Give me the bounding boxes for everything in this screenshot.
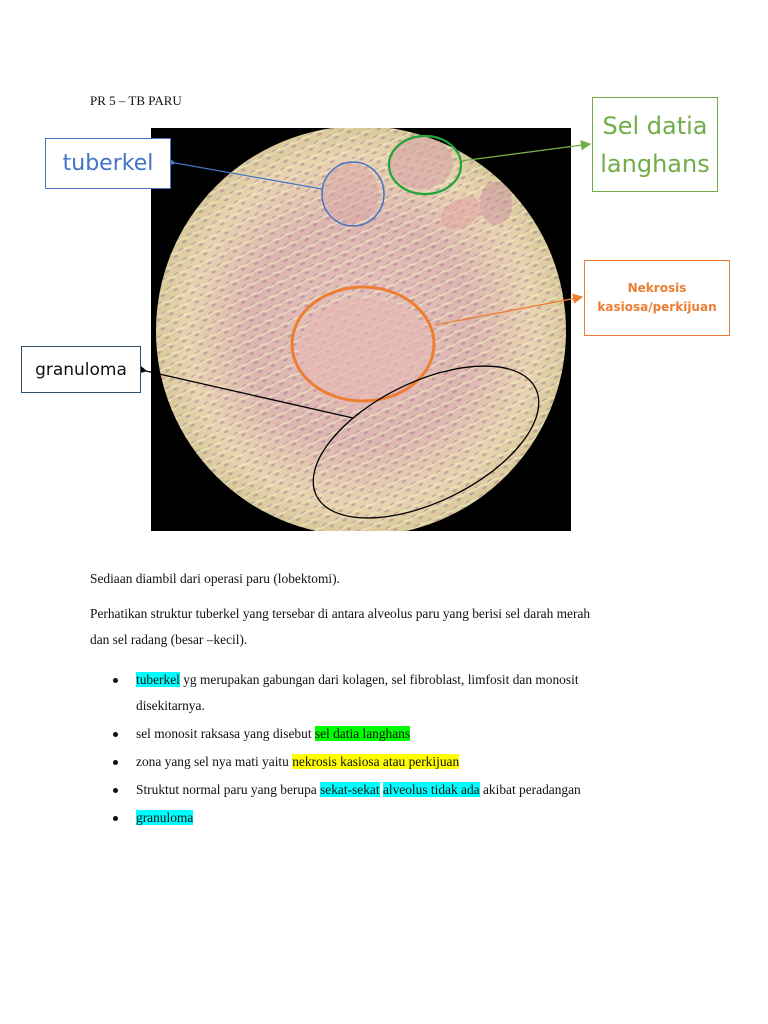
- nekrosis-label-line2: kasiosa/perkijuan: [597, 300, 717, 314]
- paragraph-observation: Perhatikan struktur tuberkel yang terseb…: [90, 601, 690, 653]
- bullet-icon: [113, 732, 118, 737]
- bullet-text-line2: disekitarnya.: [136, 698, 205, 713]
- tuberkel-label-box: tuberkel: [45, 138, 171, 189]
- tuberkel-circle: [321, 161, 385, 227]
- sel-datia-label-line2: langhans: [600, 149, 710, 178]
- sel-datia-label-box: Sel datia langhans: [592, 97, 718, 192]
- list-item: Struktut normal paru yang berupa sekat-s…: [90, 777, 690, 803]
- highlight-sekat: sekat-sekat: [320, 782, 380, 797]
- highlight-nekrosis: nekrosis kasiosa atau perkijuan: [292, 754, 460, 769]
- nekrosis-arrow: [434, 293, 584, 326]
- list-item: sel monosit raksasa yang disebut sel dat…: [90, 721, 690, 747]
- list-item: granuloma: [90, 805, 690, 831]
- bullet-text: zona yang sel nya mati yaitu: [136, 754, 293, 769]
- list-item: zona yang sel nya mati yaitu nekrosis ka…: [90, 749, 690, 775]
- sel-datia-label-line1: Sel datia: [602, 111, 708, 140]
- paragraph-specimen: Sediaan diambil dari operasi paru (lobek…: [90, 571, 340, 586]
- bullet-text-suffix: akibat peradangan: [479, 782, 581, 797]
- bullet-list: tuberkel yg merupakan gabungan dari kola…: [90, 667, 690, 833]
- highlight-sel-datia: sel datia langhans: [314, 726, 411, 741]
- paragraph-observation-line1: Perhatikan struktur tuberkel yang terseb…: [90, 606, 591, 621]
- granuloma-ellipse: [312, 365, 540, 519]
- bullet-icon: [113, 678, 118, 683]
- nekrosis-circle: [290, 285, 436, 403]
- highlight-alveolus: alveolus tidak ada: [382, 782, 480, 797]
- bullet-text: yg merupakan gabungan dari kolagen, sel …: [179, 672, 579, 687]
- granuloma-label: granuloma: [35, 359, 127, 380]
- paragraph-observation-line2: dan sel radang (besar –kecil).: [90, 632, 248, 647]
- bullet-icon: [113, 816, 118, 821]
- bullet-text: Struktut normal paru yang berupa: [136, 782, 321, 797]
- bullet-icon: [113, 788, 118, 793]
- highlight-tuberkel: tuberkel: [136, 672, 180, 687]
- histology-micrograph: [151, 128, 571, 531]
- list-item: tuberkel yg merupakan gabungan dari kola…: [90, 667, 690, 719]
- highlight-granuloma: granuloma: [136, 810, 194, 825]
- tuberkel-arrow: [165, 156, 323, 190]
- granuloma-label-box: granuloma: [21, 346, 141, 393]
- tuberkel-label: tuberkel: [62, 151, 154, 176]
- page-title: PR 5 – TB PARU: [90, 93, 182, 108]
- sel-datia-circle: [387, 134, 463, 196]
- sel-datia-arrow: [460, 140, 592, 162]
- nekrosis-label-line1: Nekrosis: [627, 281, 687, 295]
- bullet-icon: [113, 760, 118, 765]
- nekrosis-label-box: Nekrosis kasiosa/perkijuan: [584, 260, 730, 336]
- granuloma-arrow: [135, 363, 354, 419]
- bullet-text: sel monosit raksasa yang disebut: [136, 726, 315, 741]
